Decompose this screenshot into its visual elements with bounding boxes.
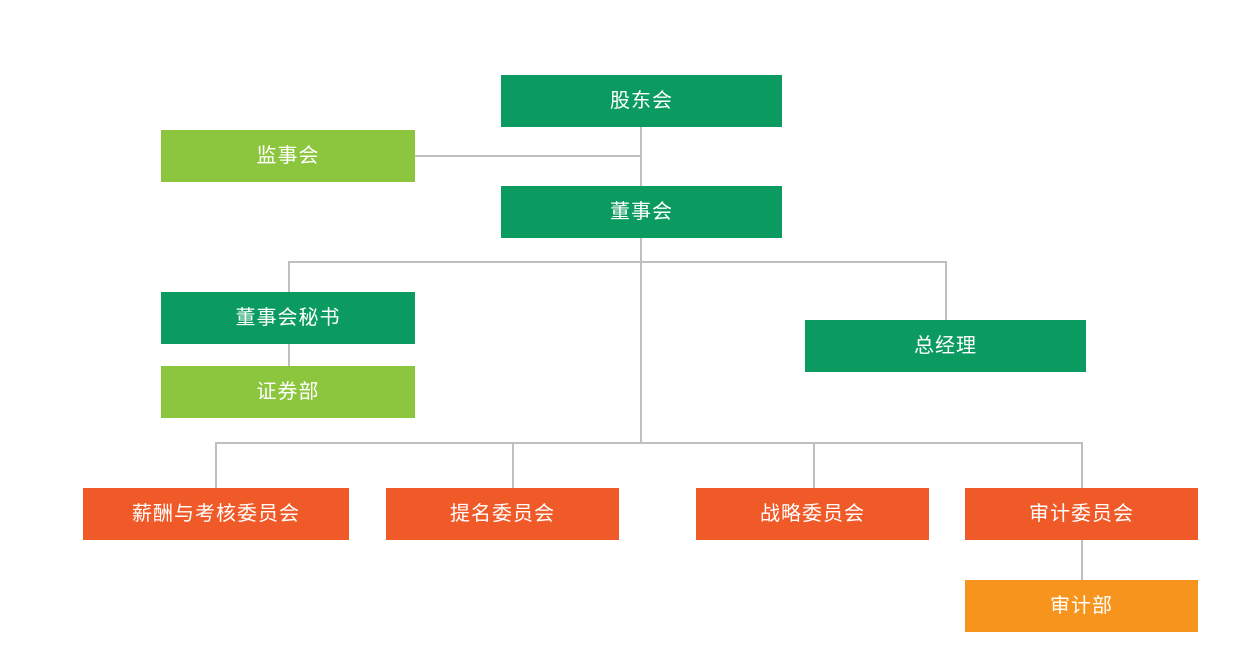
node-label: 总经理: [914, 335, 977, 357]
connector-level2-bar: [288, 261, 947, 263]
connector-compensation-drop: [215, 442, 217, 488]
node-label: 监事会: [256, 145, 320, 167]
connector-trunk-board-down: [640, 238, 642, 442]
node-label: 证券部: [256, 381, 320, 403]
node-securities-department[interactable]: 证券部: [161, 366, 415, 418]
node-label: 薪酬与考核委员会: [132, 503, 300, 525]
node-shareholders-meeting[interactable]: 股东会: [501, 75, 782, 127]
node-audit-committee[interactable]: 审计委员会: [965, 488, 1198, 540]
node-general-manager[interactable]: 总经理: [805, 320, 1086, 372]
node-board-of-directors[interactable]: 董事会: [501, 186, 782, 238]
connector-secretary-drop: [288, 261, 290, 292]
node-supervisory-board[interactable]: 监事会: [161, 130, 415, 182]
node-label: 战略委员会: [760, 503, 865, 525]
connector-secretary-to-securities-drop: [288, 344, 290, 366]
connector-audit-department-drop: [1081, 540, 1083, 580]
node-label: 董事会秘书: [235, 307, 341, 329]
node-label: 股东会: [610, 90, 673, 112]
node-board-secretary[interactable]: 董事会秘书: [161, 292, 415, 344]
connector-supervisory-horizontal: [415, 155, 642, 157]
connector-general-manager-drop: [945, 261, 947, 320]
connector-nomination-drop: [512, 442, 514, 488]
connector-audit-committee-drop: [1081, 442, 1083, 488]
node-compensation-appraisal-committee[interactable]: 薪酬与考核委员会: [83, 488, 349, 540]
node-strategy-committee[interactable]: 战略委员会: [696, 488, 929, 540]
node-audit-department[interactable]: 审计部: [965, 580, 1198, 632]
node-nomination-committee[interactable]: 提名委员会: [386, 488, 619, 540]
node-label: 董事会: [610, 201, 673, 223]
node-label: 审计委员会: [1029, 503, 1134, 525]
connector-committee-bar: [215, 442, 1083, 444]
node-label: 提名委员会: [450, 503, 555, 525]
node-label: 审计部: [1050, 595, 1113, 617]
connector-strategy-drop: [813, 442, 815, 488]
